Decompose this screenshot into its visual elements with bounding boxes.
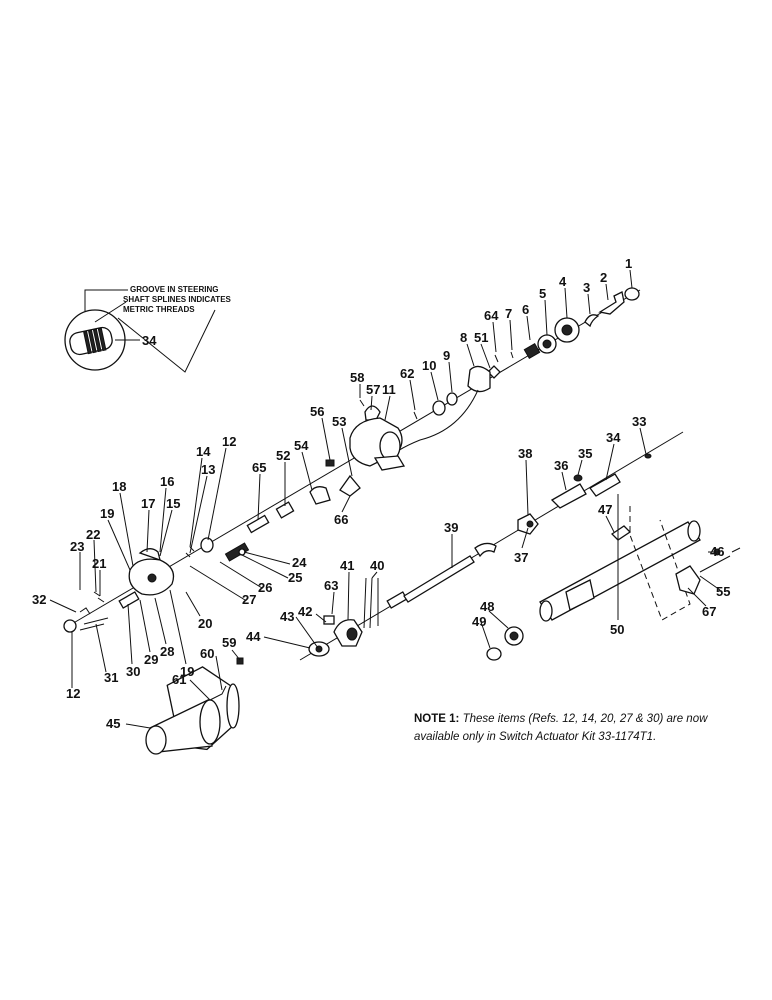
part-label-50: 50 <box>610 622 624 637</box>
inset-shaft-detail: GROOVE IN STEERING SHAFT SPLINES INDICAT… <box>64 285 232 373</box>
part-label-12b: 12 <box>66 686 80 701</box>
parts-upper-column <box>63 287 640 633</box>
part-label-45: 45 <box>106 716 120 731</box>
part-label-52: 52 <box>276 448 290 463</box>
part-label-33: 33 <box>632 414 646 429</box>
inset-part-label: 34 <box>142 333 157 348</box>
part-label-51: 51 <box>474 330 488 345</box>
part-label-39: 39 <box>444 520 458 535</box>
part-label-24: 24 <box>292 555 307 570</box>
part-label-64: 64 <box>484 308 499 323</box>
part-label-13: 13 <box>201 462 215 477</box>
part-label-29: 29 <box>144 652 158 667</box>
part-label-26: 26 <box>258 580 272 595</box>
part-label-8: 8 <box>460 330 467 345</box>
part-label-56: 56 <box>310 404 324 419</box>
part-label-6: 6 <box>522 302 529 317</box>
part-label-47: 47 <box>598 502 612 517</box>
part-label-19b: 19 <box>180 664 194 679</box>
part-label-22: 22 <box>86 527 100 542</box>
part-label-43: 43 <box>280 609 294 624</box>
inset-callout-line-2: SHAFT SPLINES INDICATES <box>123 295 232 304</box>
part-label-31: 31 <box>104 670 118 685</box>
part-label-54: 54 <box>294 438 309 453</box>
part-label-67: 67 <box>702 604 716 619</box>
part-label-9: 9 <box>443 348 450 363</box>
part-label-49: 49 <box>472 614 486 629</box>
leader-lines <box>49 269 721 729</box>
part-label-17: 17 <box>141 496 155 511</box>
part-label-20: 20 <box>198 616 212 631</box>
part-label-55: 55 <box>716 584 730 599</box>
part-label-4: 4 <box>559 274 567 289</box>
part-label-44: 44 <box>246 629 261 644</box>
part-label-15: 15 <box>166 496 180 511</box>
part-label-11: 11 <box>382 382 396 397</box>
inset-callout-line-1: GROOVE IN STEERING <box>130 285 218 294</box>
part-label-16: 16 <box>160 474 174 489</box>
part-label-3: 3 <box>583 280 590 295</box>
part-label-19a: 19 <box>100 506 114 521</box>
part-label-66: 66 <box>334 512 348 527</box>
part-label-62: 62 <box>400 366 414 381</box>
inset-callout-line-3: METRIC THREADS <box>123 305 195 314</box>
part-number-labels: 1 2 3 4 5 6 7 64 51 8 9 10 62 58 57 11 5… <box>32 256 730 731</box>
part-label-30: 30 <box>126 664 140 679</box>
part-label-18: 18 <box>112 479 126 494</box>
part-label-65: 65 <box>252 460 266 475</box>
part-label-58: 58 <box>350 370 364 385</box>
part-label-60: 60 <box>200 646 214 661</box>
part-label-57: 57 <box>366 382 380 397</box>
part-label-38: 38 <box>518 446 532 461</box>
part-label-63: 63 <box>324 578 338 593</box>
part-label-7: 7 <box>505 306 512 321</box>
part-label-12: 12 <box>222 434 236 449</box>
part-label-5: 5 <box>539 286 546 301</box>
part-label-23: 23 <box>70 539 84 554</box>
part-label-41: 41 <box>340 558 354 573</box>
note-text: These items (Refs. 12, 14, 20, 27 & 30) … <box>414 713 708 743</box>
part-label-10: 10 <box>422 358 436 373</box>
part-label-21: 21 <box>92 556 106 571</box>
note-block: NOTE 1: These items (Refs. 12, 14, 20, 2… <box>414 710 754 746</box>
part-label-59: 59 <box>222 635 236 650</box>
note-label: NOTE 1: <box>414 713 460 725</box>
part-label-61: 61 <box>172 672 186 687</box>
part-label-32: 32 <box>32 592 46 607</box>
part-label-37: 37 <box>514 550 528 565</box>
part-label-36: 36 <box>554 458 568 473</box>
part-label-34: 34 <box>606 430 621 445</box>
part-label-14: 14 <box>196 444 211 459</box>
part-label-48: 48 <box>480 599 494 614</box>
part-label-35: 35 <box>578 446 592 461</box>
part-label-40: 40 <box>370 558 384 573</box>
part-label-2: 2 <box>600 270 607 285</box>
part-label-28: 28 <box>160 644 174 659</box>
part-label-27: 27 <box>242 592 256 607</box>
part-label-42: 42 <box>298 604 312 619</box>
part-label-46: 46 <box>710 544 724 559</box>
parts-lower-column <box>145 453 741 755</box>
part-label-1: 1 <box>625 256 632 271</box>
part-label-25: 25 <box>288 570 302 585</box>
part-label-53: 53 <box>332 414 346 429</box>
